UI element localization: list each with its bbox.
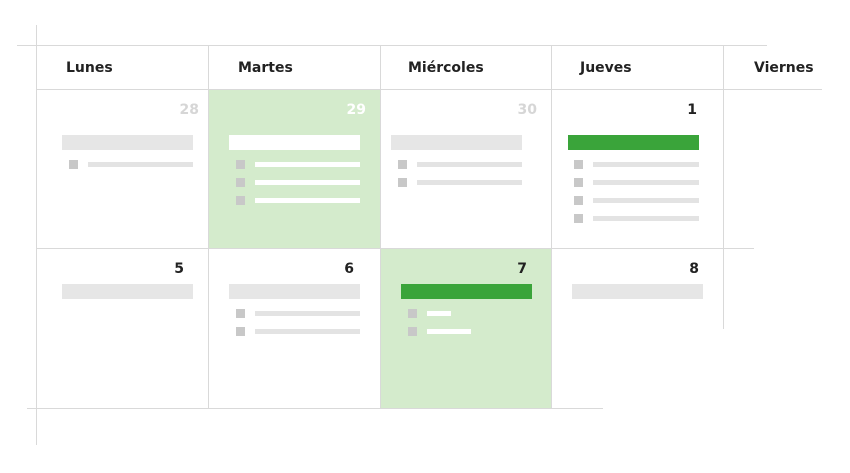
event-item[interactable]: [398, 178, 522, 187]
event-item[interactable]: [236, 160, 360, 169]
text-placeholder: [593, 180, 699, 185]
bullet-square: [408, 309, 417, 318]
text-placeholder: [417, 180, 522, 185]
bullet-square: [69, 160, 78, 169]
grid-line-left: [36, 25, 37, 445]
event-item[interactable]: [236, 309, 360, 318]
event-highlight-bar[interactable]: [401, 284, 532, 299]
event-item[interactable]: [574, 178, 699, 187]
day-cell-8[interactable]: 8: [552, 249, 723, 329]
text-placeholder: [593, 162, 699, 167]
event-placeholder-bar[interactable]: [62, 135, 193, 150]
day-cell-1[interactable]: 1: [552, 90, 723, 248]
bullet-square: [574, 214, 583, 223]
grid-line-header-top: [17, 45, 767, 46]
event-item[interactable]: [574, 160, 699, 169]
event-placeholder-bar[interactable]: [391, 135, 522, 150]
bullet-square: [408, 327, 417, 336]
day-number: 7: [517, 261, 527, 277]
day-cell-30[interactable]: 30: [381, 90, 551, 248]
text-placeholder: [255, 198, 360, 203]
day-number: 8: [689, 261, 699, 277]
text-placeholder: [427, 311, 451, 316]
text-placeholder: [593, 216, 699, 221]
bullet-square: [236, 327, 245, 336]
text-placeholder: [255, 162, 360, 167]
day-cell-6[interactable]: 6: [209, 249, 380, 408]
weekday-header-wednesday: Miércoles: [408, 60, 484, 76]
text-placeholder: [88, 162, 193, 167]
weekday-header-tuesday: Martes: [238, 60, 293, 76]
bullet-square: [574, 196, 583, 205]
bullet-square: [236, 309, 245, 318]
grid-line-col-4: [723, 45, 724, 329]
event-item[interactable]: [574, 196, 699, 205]
grid-line-week-separator: [37, 248, 754, 249]
event-item[interactable]: [236, 178, 360, 187]
grid-line-bottom: [27, 408, 603, 409]
event-item[interactable]: [236, 327, 360, 336]
day-cell-7[interactable]: 7: [381, 249, 551, 408]
text-placeholder: [255, 329, 360, 334]
event-item[interactable]: [408, 309, 451, 318]
day-cell-5[interactable]: 5: [42, 249, 208, 408]
weekday-header-thursday: Jueves: [580, 60, 632, 76]
event-item[interactable]: [408, 327, 471, 336]
text-placeholder: [255, 180, 360, 185]
event-placeholder-bar[interactable]: [62, 284, 193, 299]
bullet-square: [398, 160, 407, 169]
weekday-header-monday: Lunes: [66, 60, 113, 76]
event-placeholder-bar[interactable]: [229, 284, 360, 299]
day-number: 5: [174, 261, 184, 277]
day-number: 28: [179, 102, 199, 118]
text-placeholder: [593, 198, 699, 203]
day-number: 30: [517, 102, 537, 118]
grid-line-col-1: [208, 45, 209, 409]
bullet-square: [574, 178, 583, 187]
text-placeholder: [427, 329, 471, 334]
text-placeholder: [417, 162, 522, 167]
event-highlight-bar[interactable]: [568, 135, 699, 150]
day-number: 29: [346, 102, 366, 118]
day-cell-29[interactable]: 29: [209, 90, 380, 248]
event-placeholder-bar[interactable]: [572, 284, 703, 299]
grid-line-col-3: [551, 45, 552, 409]
bullet-square: [574, 160, 583, 169]
event-item[interactable]: [236, 196, 360, 205]
day-number: 6: [344, 261, 354, 277]
text-placeholder: [255, 311, 360, 316]
bullet-square: [236, 160, 245, 169]
event-item[interactable]: [398, 160, 522, 169]
grid-line-header-bottom: [37, 89, 822, 90]
grid-line-col-2: [380, 45, 381, 409]
bullet-square: [236, 178, 245, 187]
event-item[interactable]: [574, 214, 699, 223]
event-item[interactable]: [69, 160, 193, 169]
event-placeholder-bar[interactable]: [229, 135, 360, 150]
bullet-square: [236, 196, 245, 205]
weekday-header-friday: Viernes: [754, 60, 814, 76]
day-cell-28[interactable]: 28: [42, 90, 213, 248]
day-number: 1: [687, 102, 697, 118]
bullet-square: [398, 178, 407, 187]
